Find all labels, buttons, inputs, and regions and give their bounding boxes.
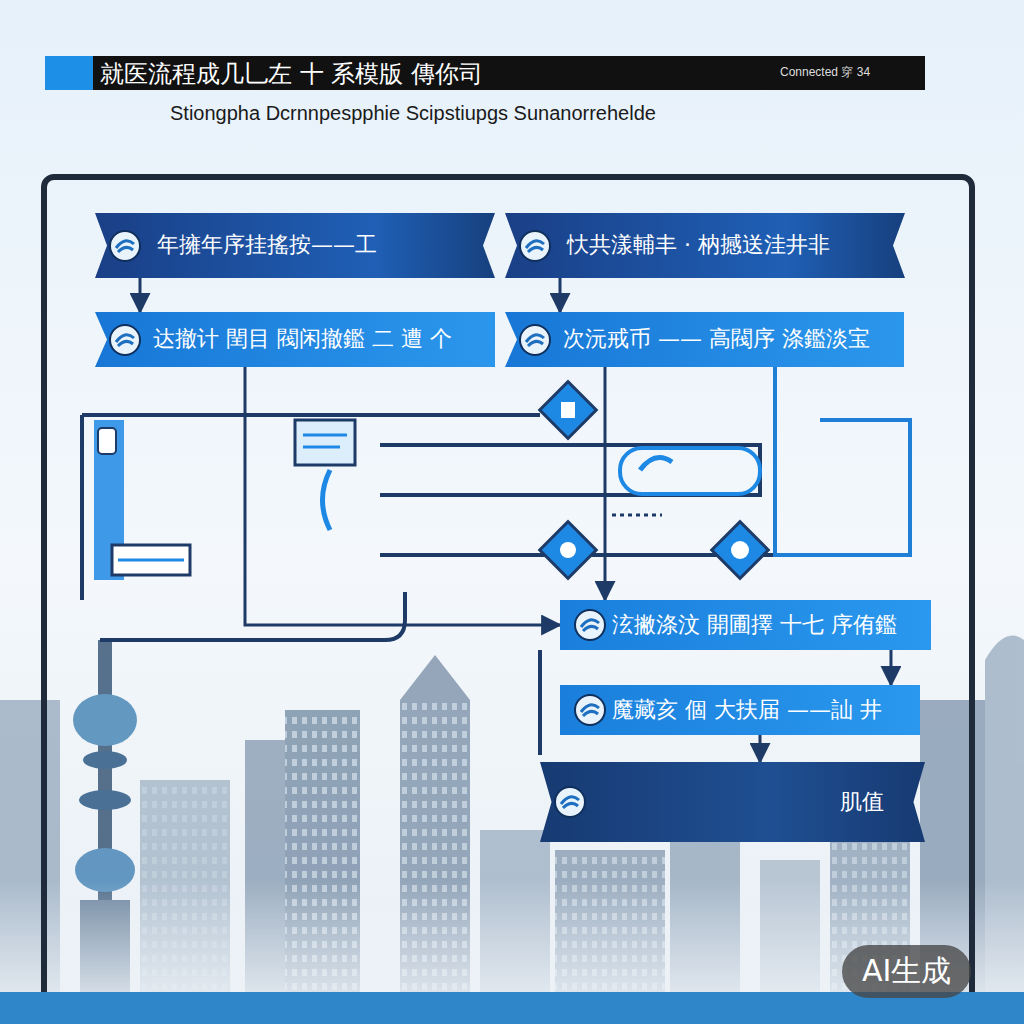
note-text: Connected 穿 34	[780, 64, 870, 81]
node-text: 忕共漾輔丰 · 枘撼送洼井非	[567, 232, 830, 258]
flow-arrow	[559, 278, 562, 312]
subtitle-text: Stiongpha Dcrnnpespphie Scipstiupgs Suna…	[170, 102, 656, 125]
node-text: 达撤计 閏目 閥闲撤鑑 二 遭 个	[153, 326, 452, 352]
node-text: 年擁年序挂搖按——工	[157, 232, 377, 258]
banner-icon	[572, 692, 608, 728]
title-accent	[45, 56, 93, 90]
node-text: 泫撇涤汶 開圃擇 十七 序侑鑑	[612, 612, 897, 638]
banner-icon	[552, 784, 588, 820]
city-skyline	[0, 636, 1024, 1001]
process-banner: 次沅戒币 —— 高閥序 涤鑑淡宝	[505, 312, 904, 367]
decision-diamonds	[540, 382, 769, 579]
frame-border	[44, 177, 972, 1007]
flow-arrow	[139, 278, 142, 312]
process-banner: 魔藏亥 個 大扶届 ——訕 井	[560, 685, 920, 735]
node-text: 次沅戒币 —— 高閥序 涤鑑淡宝	[563, 326, 870, 352]
process-banner: 年擁年序挂搖按——工	[95, 213, 495, 278]
banner-icon	[107, 228, 143, 264]
node-text: 肌值	[840, 789, 884, 815]
watermark: AI生成	[842, 945, 971, 998]
end-banner: 肌值	[540, 762, 925, 842]
process-banner: 泫撇涤汶 開圃擇 十七 序侑鑑	[560, 600, 931, 650]
banner-icon	[572, 607, 608, 643]
node-text: 魔藏亥 個 大扶届 ——訕 井	[612, 697, 882, 723]
document-icons	[94, 420, 760, 580]
title-text: 就医流程成几乚左 十 系模版 傳你司	[100, 58, 483, 90]
banner-icon	[517, 228, 553, 264]
flow-arrow	[889, 650, 892, 685]
title-bar	[45, 56, 925, 90]
flow-arrow	[759, 735, 762, 762]
banner-icon	[517, 322, 553, 358]
process-banner: 忕共漾輔丰 · 枘撼送洼井非	[505, 213, 905, 278]
flow-decoration	[82, 367, 910, 755]
flow-arrow	[604, 367, 607, 600]
process-banner: 达撤计 閏目 閥闲撤鑑 二 遭 个	[95, 312, 495, 367]
flow-arrow	[245, 367, 560, 625]
banner-icon	[107, 322, 143, 358]
